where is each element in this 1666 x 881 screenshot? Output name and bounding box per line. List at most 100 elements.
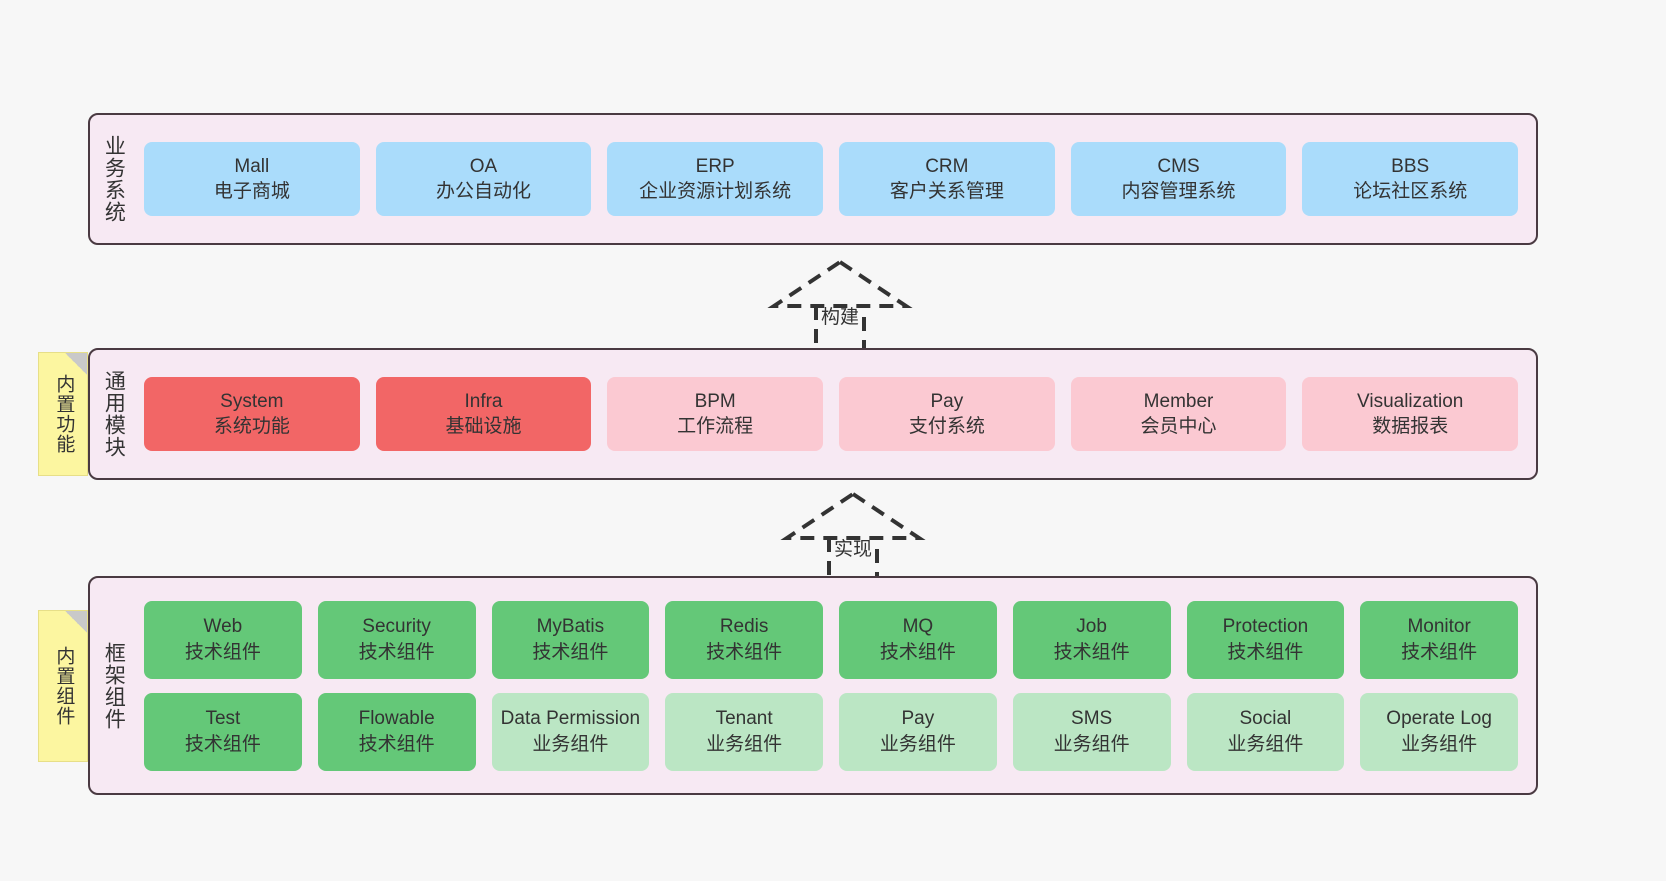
node-name: CRM xyxy=(925,155,969,177)
node-name: Redis xyxy=(719,616,769,638)
node-name: Tenant xyxy=(715,708,773,730)
node-protection[interactable]: Protection 技术组件 xyxy=(1186,600,1345,679)
node-sms[interactable]: SMS 业务组件 xyxy=(1012,692,1171,771)
layer-body-framework-components: Web 技术组件 Security 技术组件 MyBatis 技术组件 Redi… xyxy=(136,578,1536,793)
node-name: Web xyxy=(203,616,243,638)
node-name: Security xyxy=(362,616,431,638)
node-subtitle: 技术组件 xyxy=(358,641,435,663)
node-redis[interactable]: Redis 技术组件 xyxy=(665,600,823,679)
node-subtitle: 技术组件 xyxy=(532,641,609,663)
node-subtitle: 办公自动化 xyxy=(436,181,532,202)
node-pay-component[interactable]: Pay 业务组件 xyxy=(839,692,997,771)
node-system[interactable]: System 系统功能 xyxy=(144,377,360,451)
node-subtitle: 客户关系管理 xyxy=(889,181,1004,202)
node-test[interactable]: Test 技术组件 xyxy=(144,692,302,771)
node-monitor[interactable]: Monitor 技术组件 xyxy=(1360,600,1518,679)
node-subtitle: 支付系统 xyxy=(908,416,985,437)
node-social[interactable]: Social 业务组件 xyxy=(1186,692,1345,771)
node-name: Operate Log xyxy=(1386,708,1492,730)
node-subtitle: 企业资源计划系统 xyxy=(639,181,792,202)
node-name: Social xyxy=(1239,708,1292,730)
node-name: Infra xyxy=(464,390,503,412)
node-oa[interactable]: OA 办公自动化 xyxy=(375,142,592,216)
node-subtitle: 技术组件 xyxy=(706,641,783,663)
sticky-note-builtin-components: 内置组件 xyxy=(38,610,88,762)
node-mybatis[interactable]: MyBatis 技术组件 xyxy=(491,600,650,679)
layer-title-common-modules: 通用模块 xyxy=(102,370,126,458)
node-subtitle: 技术组件 xyxy=(879,641,956,663)
node-name: ERP xyxy=(695,155,735,177)
node-subtitle: 工作流程 xyxy=(677,416,754,437)
dashed-generalization-arrow-icon xyxy=(767,259,913,354)
node-name: Data Permission xyxy=(500,708,641,730)
node-job[interactable]: Job 技术组件 xyxy=(1012,600,1171,679)
node-visualization[interactable]: Visualization 数据报表 xyxy=(1302,377,1519,451)
node-subtitle: 会员中心 xyxy=(1140,416,1217,437)
node-name: Pay xyxy=(930,390,964,412)
arrow-implement: 实现 xyxy=(773,490,933,586)
node-name: BBS xyxy=(1391,155,1430,177)
node-subtitle: 内容管理系统 xyxy=(1121,181,1236,202)
node-tenant[interactable]: Tenant 业务组件 xyxy=(665,692,823,771)
node-mall[interactable]: Mall 电子商城 xyxy=(144,142,360,216)
node-subtitle: 业务组件 xyxy=(532,733,609,755)
node-infra[interactable]: Infra 基础设施 xyxy=(375,377,592,451)
node-name: Member xyxy=(1143,390,1214,412)
node-erp[interactable]: ERP 企业资源计划系统 xyxy=(607,142,824,216)
arrow-build: 构建 xyxy=(760,258,920,354)
node-bpm[interactable]: BPM 工作流程 xyxy=(607,377,824,451)
node-flowable[interactable]: Flowable 技术组件 xyxy=(317,692,476,771)
node-row: Mall 电子商城 OA 办公自动化 ERP 企业资源计划系统 CRM 客户关系… xyxy=(144,142,1519,216)
node-security[interactable]: Security 技术组件 xyxy=(317,600,476,679)
node-member[interactable]: Member 会员中心 xyxy=(1070,377,1287,451)
node-name: CMS xyxy=(1157,155,1200,177)
node-name: Flowable xyxy=(358,708,435,730)
node-row: System 系统功能 Infra 基础设施 BPM 工作流程 Pay 支付系统… xyxy=(144,377,1519,451)
node-bbs[interactable]: BBS 论坛社区系统 xyxy=(1302,142,1519,216)
node-subtitle: 技术组件 xyxy=(358,733,435,755)
node-subtitle: 数据报表 xyxy=(1372,416,1449,437)
node-pay[interactable]: Pay 支付系统 xyxy=(839,377,1055,451)
node-subtitle: 电子商城 xyxy=(213,181,290,202)
node-name: MQ xyxy=(902,616,934,638)
node-name: Pay xyxy=(901,708,935,730)
node-mq[interactable]: MQ 技术组件 xyxy=(839,600,997,679)
node-crm[interactable]: CRM 客户关系管理 xyxy=(839,142,1055,216)
node-name: SMS xyxy=(1071,708,1113,730)
sticky-note-text: 内置组件 xyxy=(53,646,75,726)
node-subtitle: 业务组件 xyxy=(1053,733,1130,755)
node-row: Web 技术组件 Security 技术组件 MyBatis 技术组件 Redi… xyxy=(144,600,1518,679)
node-subtitle: 业务组件 xyxy=(1401,733,1478,755)
sticky-note-text: 内置功能 xyxy=(53,374,75,454)
node-subtitle: 技术组件 xyxy=(1227,641,1304,663)
node-name: OA xyxy=(469,155,498,177)
node-name: Mall xyxy=(234,155,270,177)
node-subtitle: 技术组件 xyxy=(184,641,261,663)
node-cms[interactable]: CMS 内容管理系统 xyxy=(1070,142,1287,216)
node-name: Monitor xyxy=(1407,616,1471,638)
layer-framework-components: 框架组件 Web 技术组件 Security 技术组件 MyBatis 技术组件… xyxy=(88,576,1538,795)
node-name: Protection xyxy=(1222,616,1309,638)
node-data-permission[interactable]: Data Permission 业务组件 xyxy=(491,692,650,771)
node-name: BPM xyxy=(694,390,736,412)
node-name: Test xyxy=(205,708,241,730)
node-name: Job xyxy=(1076,616,1107,638)
node-name: MyBatis xyxy=(536,616,605,638)
layer-business-systems: 业务系统 Mall 电子商城 OA 办公自动化 ERP 企业资源计划系统 CRM… xyxy=(88,113,1538,245)
node-web[interactable]: Web 技术组件 xyxy=(144,600,302,679)
node-name: Visualization xyxy=(1357,390,1464,412)
sticky-note-builtin-features: 内置功能 xyxy=(38,352,88,476)
node-subtitle: 业务组件 xyxy=(879,733,956,755)
node-subtitle: 技术组件 xyxy=(1401,641,1478,663)
node-subtitle: 基础设施 xyxy=(445,416,522,437)
node-subtitle: 技术组件 xyxy=(184,733,261,755)
layer-body-common-modules: System 系统功能 Infra 基础设施 BPM 工作流程 Pay 支付系统… xyxy=(136,350,1536,478)
layer-title-business-systems: 业务系统 xyxy=(102,135,126,223)
node-row: Test 技术组件 Flowable 技术组件 Data Permission … xyxy=(144,692,1518,771)
node-subtitle: 论坛社区系统 xyxy=(1353,181,1468,202)
layer-common-modules: 通用模块 System 系统功能 Infra 基础设施 BPM 工作流程 Pay… xyxy=(88,348,1538,480)
layer-body-business-systems: Mall 电子商城 OA 办公自动化 ERP 企业资源计划系统 CRM 客户关系… xyxy=(136,115,1536,243)
node-operate-log[interactable]: Operate Log 业务组件 xyxy=(1360,692,1518,771)
node-name: System xyxy=(220,390,284,412)
